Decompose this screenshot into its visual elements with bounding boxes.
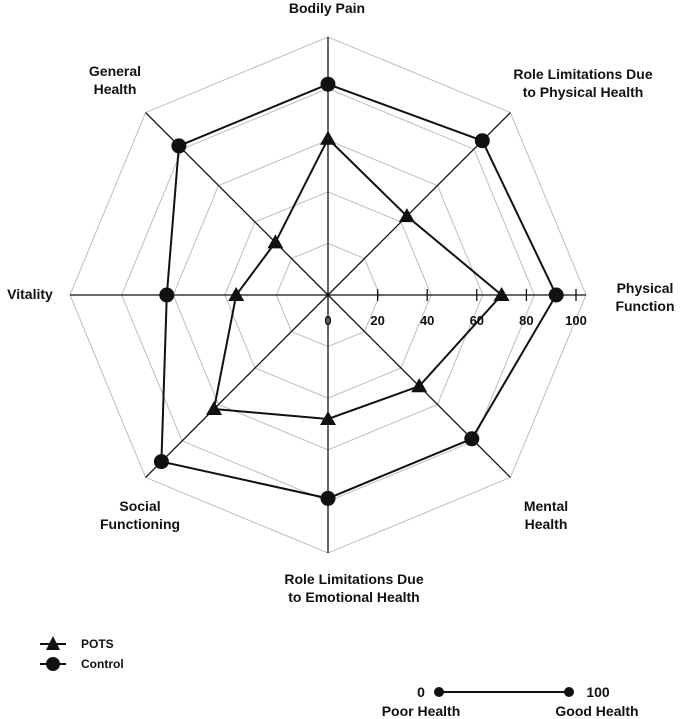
axis-spoke	[145, 294, 329, 478]
radar-spokes	[70, 37, 586, 553]
legend-label-pots: POTS	[81, 637, 114, 651]
data-point-control	[320, 490, 336, 506]
data-point-control	[320, 76, 336, 92]
legend-item-pots: POTS	[40, 636, 114, 651]
axis-spoke	[145, 112, 329, 296]
data-point-pots	[493, 287, 510, 301]
tick-label: 60	[470, 313, 484, 328]
data-point-control	[548, 287, 564, 303]
triangle-marker-icon	[46, 636, 60, 650]
data-point-control	[159, 287, 175, 303]
scale-high-label: Good Health	[555, 703, 638, 719]
series-line-pots	[212, 137, 504, 421]
health-scale-legend: 0 100 Poor Health Good Health	[382, 684, 639, 719]
data-point-pots	[267, 234, 284, 249]
scale-low-dot	[434, 687, 444, 697]
data-point-control	[153, 454, 169, 470]
axis-label: Bodily Pain	[289, 0, 365, 16]
legend-item-control: Control	[40, 657, 124, 671]
data-point-pots	[411, 378, 428, 393]
tick-label: 80	[519, 313, 533, 328]
scale-low-label: Poor Health	[382, 703, 461, 719]
data-point-pots	[320, 411, 336, 425]
legend: POTS Control	[40, 636, 124, 671]
data-point-pots	[206, 401, 222, 415]
scale-high-dot	[564, 687, 574, 697]
data-point-control	[171, 138, 187, 154]
axis-label: Vitality	[7, 286, 53, 302]
tick-label: 20	[370, 313, 384, 328]
data-point-pots	[320, 130, 336, 145]
data-point-pots	[398, 208, 415, 223]
tick-label: 100	[565, 313, 587, 328]
tick-labels: 0 20 40 60 80 100	[324, 313, 586, 328]
circle-marker-icon	[46, 657, 60, 671]
legend-label-control: Control	[81, 657, 124, 671]
data-point-pots	[228, 287, 245, 301]
tick-label: 40	[420, 313, 434, 328]
data-point-control	[464, 431, 480, 447]
scale-low-value: 0	[417, 684, 425, 700]
tick-label: 0	[324, 313, 331, 328]
scale-high-value: 100	[586, 684, 610, 700]
data-series	[153, 76, 564, 506]
data-point-control	[474, 133, 490, 149]
